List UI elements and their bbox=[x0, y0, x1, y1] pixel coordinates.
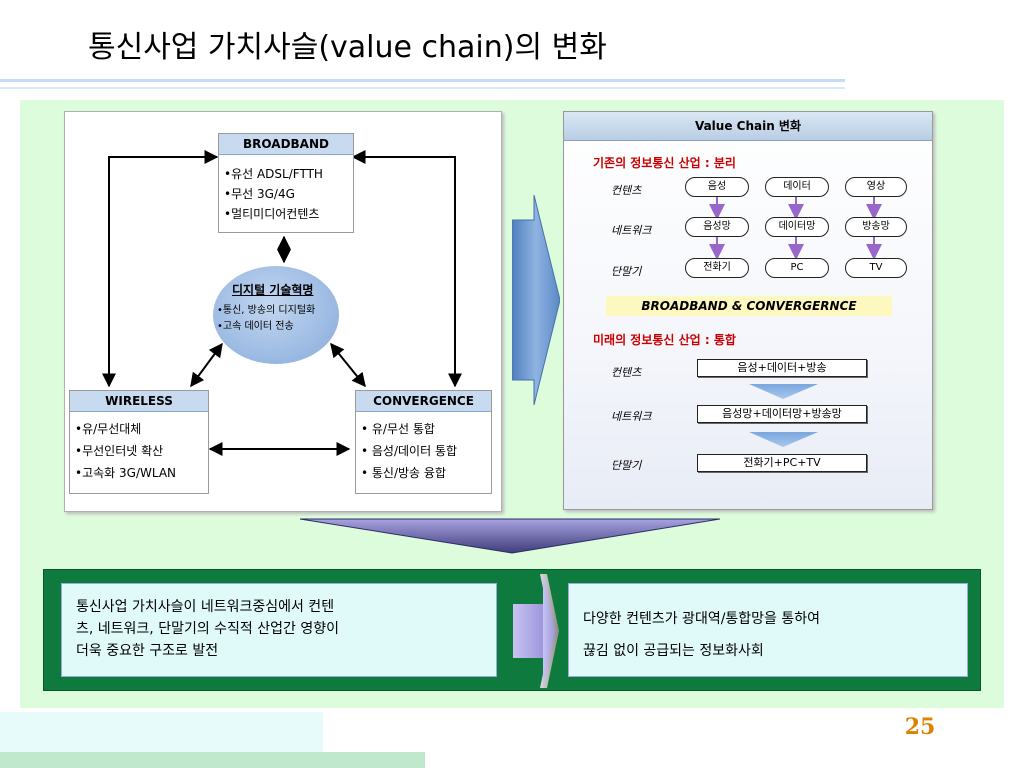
future-industry-title: 미래의 정보통신 산업 : 통합 bbox=[593, 333, 736, 347]
value-chain-header: Value Chain 변화 bbox=[564, 112, 932, 141]
contents-pill: 음성 bbox=[685, 177, 749, 197]
broadband-line: •무선 3G/4G bbox=[224, 187, 295, 201]
wireless-box: WIRELESS •유/무선대체 •무선인터넷 확산 •고속화 3G/WLAN bbox=[69, 390, 209, 494]
convergence-line: • 음성/데이터 통합 bbox=[361, 444, 458, 458]
network-pill: 음성망 bbox=[685, 217, 749, 237]
arrow-tech-convergence bbox=[330, 342, 366, 388]
arrow-broadband-wireless bbox=[102, 150, 219, 388]
tech-line: •고속 데이터 전송 bbox=[217, 321, 294, 332]
summary-left-line: 더욱 중요한 구조로 발전 bbox=[76, 643, 219, 659]
wireless-line: •고속화 3G/WLAN bbox=[75, 466, 177, 480]
arrow-broadband-convergence bbox=[351, 150, 462, 388]
wireless-line: •무선인터넷 확산 bbox=[75, 444, 164, 458]
summary-left-line: 츠, 네트워크, 단말기의 수직적 산업간 영향이 bbox=[76, 621, 339, 637]
future-flow-arrows bbox=[749, 384, 818, 447]
footer-band bbox=[0, 712, 323, 752]
flow-down-triangle bbox=[749, 432, 818, 447]
device-pill: 전화기 bbox=[685, 258, 749, 278]
broadband-title: BROADBAND bbox=[219, 134, 353, 155]
contents-pill: 데이터 bbox=[765, 177, 829, 197]
contents-pill: 영상 bbox=[845, 177, 907, 197]
device-pill: PC bbox=[765, 258, 829, 278]
summary-funnel-arrow bbox=[300, 518, 720, 554]
summary-right-box: 다양한 컨텐츠가 광대역/통합망을 통하여 끊김 없이 공급되는 정보화사회 bbox=[568, 583, 968, 677]
future-contents-box: 음성+데이터+방송 bbox=[697, 359, 867, 377]
broadband-line: •멀티미디어컨텐츠 bbox=[224, 207, 320, 221]
tech-title: 디지털 기술혁명 bbox=[232, 283, 314, 297]
existing-industry-title: 기존의 정보통신 산업 : 분리 bbox=[593, 156, 736, 170]
summary-frame: 통신사업 가치사슬이 네트워크중심에서 컨텐 츠, 네트워크, 단말기의 수직적… bbox=[43, 569, 981, 691]
row-label-contents: 컨텐츠 bbox=[611, 184, 642, 197]
row-label-device: 단말기 bbox=[611, 459, 642, 472]
convergence-line: • 통신/방송 융합 bbox=[361, 466, 446, 480]
row-label-device: 단말기 bbox=[611, 265, 642, 278]
convergence-line: • 유/무선 통합 bbox=[361, 422, 435, 436]
device-pill: TV bbox=[845, 258, 907, 278]
arrow-tech-wireless bbox=[190, 342, 223, 388]
transition-arrow bbox=[512, 195, 560, 405]
page-number: 25 bbox=[904, 714, 936, 740]
tech-revolution-ellipse: 디지털 기술혁명 •통신, 방송의 디지털화 •고속 데이터 전송 bbox=[213, 266, 339, 364]
row-label-contents: 컨텐츠 bbox=[611, 366, 642, 379]
existing-flow-arrows bbox=[709, 196, 882, 260]
wireless-line: •유/무선대체 bbox=[75, 422, 142, 436]
summary-right-line: 끊김 없이 공급되는 정보화사회 bbox=[583, 643, 764, 659]
convergence-box: CONVERGENCE • 유/무선 통합 • 음성/데이터 통합 • 통신/방… bbox=[355, 390, 492, 494]
future-network-box: 음성망+데이터망+방송망 bbox=[697, 405, 867, 423]
summary-left-line: 통신사업 가치사슬이 네트워크중심에서 컨텐 bbox=[76, 599, 335, 615]
future-device-box: 전화기+PC+TV bbox=[697, 454, 867, 472]
broadband-line: •유선 ADSL/FTTH bbox=[224, 167, 323, 181]
footer-band-secondary bbox=[0, 752, 425, 768]
broadband-convergence-banner: BROADBAND & CONVERGERNCE bbox=[606, 296, 892, 316]
broadband-box: BROADBAND •유선 ADSL/FTTH •무선 3G/4G •멀티미디어… bbox=[218, 133, 354, 233]
row-label-network: 네트워크 bbox=[611, 224, 652, 237]
title-underline-secondary bbox=[0, 87, 845, 89]
tech-line: •통신, 방송의 디지털화 bbox=[217, 305, 316, 316]
summary-arrow bbox=[513, 574, 559, 688]
diagram-connectors bbox=[102, 150, 462, 456]
network-pill: 데이터망 bbox=[765, 217, 829, 237]
summary-right-line: 다양한 컨텐츠가 광대역/통합망을 통하여 bbox=[583, 611, 821, 627]
page-title: 통신사업 가치사슬(value chain)의 변화 bbox=[88, 30, 607, 65]
wireless-title: WIRELESS bbox=[70, 391, 208, 412]
network-pill: 방송망 bbox=[845, 217, 907, 237]
flow-down-triangle bbox=[749, 384, 818, 399]
convergence-title: CONVERGENCE bbox=[356, 391, 491, 412]
value-chain-panel: Value Chain 변화 기존의 정보통신 산업 : 분리 컨텐츠 네트워크… bbox=[563, 111, 933, 510]
row-label-network: 네트워크 bbox=[611, 410, 652, 423]
summary-left-box: 통신사업 가치사슬이 네트워크중심에서 컨텐 츠, 네트워크, 단말기의 수직적… bbox=[61, 583, 497, 677]
title-underline bbox=[0, 79, 845, 82]
